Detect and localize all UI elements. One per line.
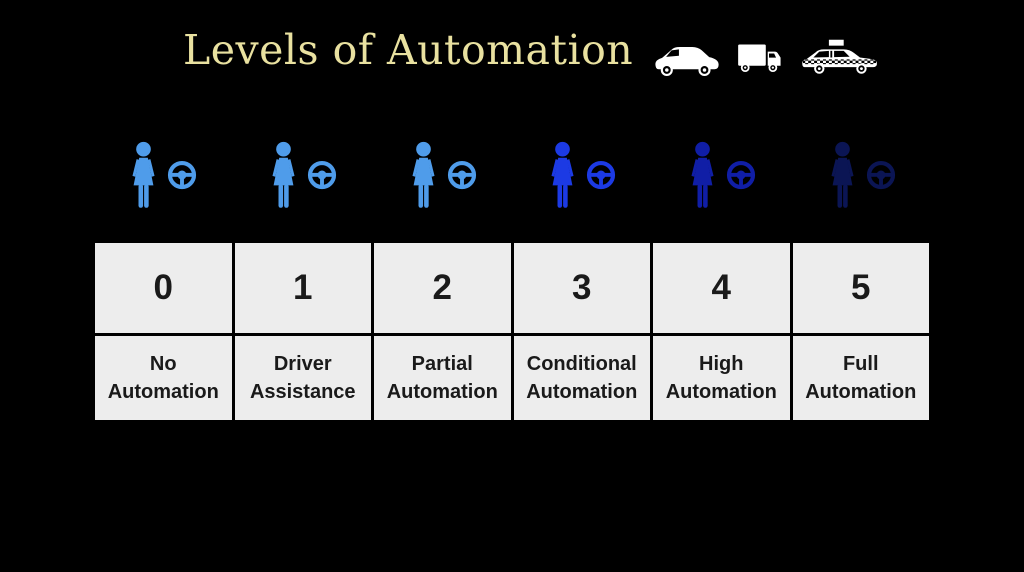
person-icon bbox=[687, 141, 718, 209]
steering-wheel-icon bbox=[167, 160, 197, 190]
vehicle-icons-row bbox=[653, 36, 881, 76]
steering-wheel-icon bbox=[447, 160, 477, 190]
driver-icon-level-4 bbox=[652, 140, 792, 210]
level-label-cell: Full Automation bbox=[792, 336, 929, 420]
level-number-cell: 1 bbox=[234, 243, 371, 333]
level-label: High Automation bbox=[665, 353, 777, 403]
level-number: 1 bbox=[293, 268, 313, 307]
steering-wheel-icon bbox=[866, 160, 896, 190]
driver-icon-level-0 bbox=[93, 140, 233, 210]
level-number: 3 bbox=[572, 268, 592, 307]
person-icon bbox=[408, 141, 439, 209]
level-label: Driver Assistance bbox=[249, 353, 356, 403]
level-label-cell: No Automation bbox=[95, 336, 232, 420]
steering-wheel-icon bbox=[586, 160, 616, 190]
truck-icon bbox=[736, 40, 784, 76]
driver-icon-level-2 bbox=[372, 140, 512, 210]
level-number-cell: 2 bbox=[374, 243, 511, 333]
steering-wheel-icon bbox=[307, 160, 337, 190]
person-icon bbox=[268, 141, 299, 209]
car-icon bbox=[653, 41, 721, 76]
level-label-cell: Driver Assistance bbox=[234, 336, 371, 420]
person-icon bbox=[128, 141, 159, 209]
level-label: Full Automation bbox=[805, 353, 917, 403]
level-number-cell: 4 bbox=[653, 243, 790, 333]
level-label: Partial Automation bbox=[386, 353, 498, 403]
page-title: Levels of Automation bbox=[183, 26, 634, 74]
levels-table: 0 1 2 3 4 5 No Automation Driver Assista… bbox=[93, 241, 931, 422]
level-label-cell: High Automation bbox=[653, 336, 790, 420]
level-number: 0 bbox=[153, 268, 173, 307]
driver-icon-level-1 bbox=[233, 140, 373, 210]
level-number: 4 bbox=[711, 268, 731, 307]
person-icon bbox=[547, 141, 578, 209]
steering-wheel-icon bbox=[726, 160, 756, 190]
level-label-cell: Conditional Automation bbox=[513, 336, 650, 420]
level-number: 5 bbox=[851, 268, 871, 307]
driver-icon-level-3 bbox=[512, 140, 652, 210]
level-label: Conditional Automation bbox=[526, 353, 638, 403]
driver-icon-level-5 bbox=[791, 140, 931, 210]
level-label-cell: Partial Automation bbox=[374, 336, 511, 420]
taxi-icon bbox=[799, 39, 881, 76]
level-number-cell: 0 bbox=[95, 243, 232, 333]
level-number-cell: 5 bbox=[792, 243, 929, 333]
level-number: 2 bbox=[432, 268, 452, 307]
person-icon bbox=[827, 141, 858, 209]
level-label: No Automation bbox=[107, 353, 219, 403]
level-number-cell: 3 bbox=[513, 243, 650, 333]
driver-icons-row bbox=[93, 140, 931, 210]
